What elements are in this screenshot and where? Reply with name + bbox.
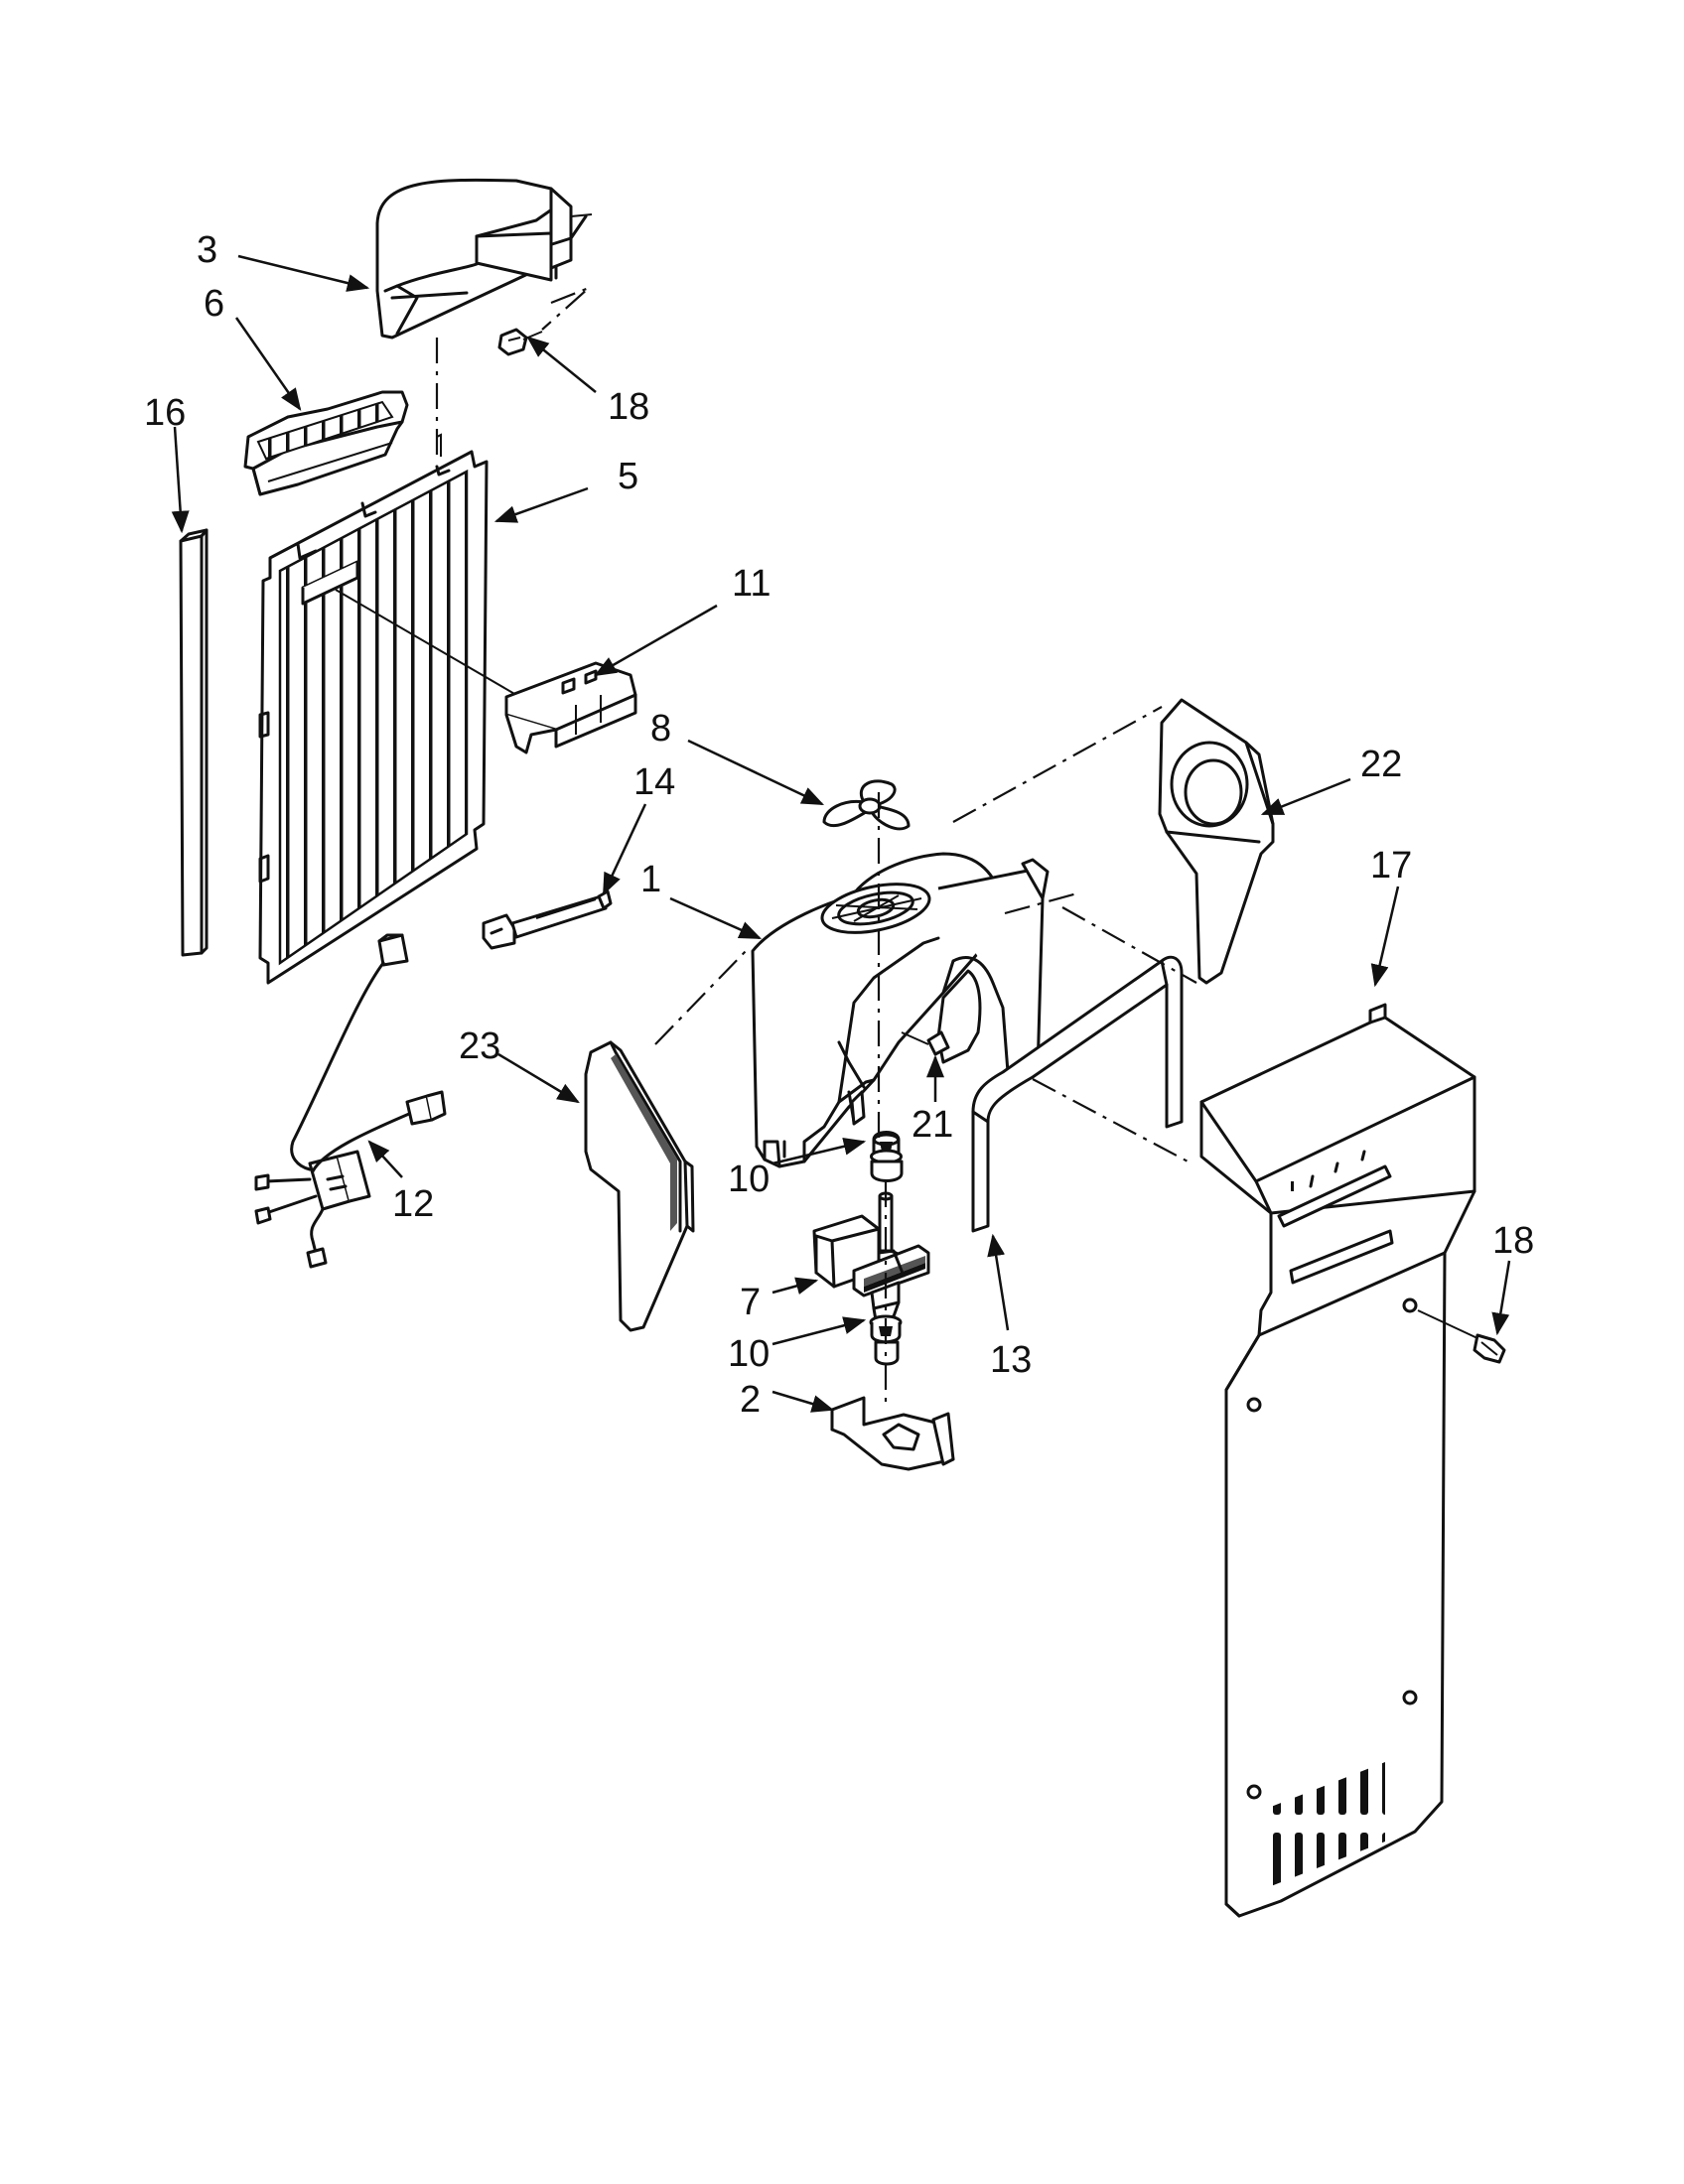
callout-13: 13 [990,1339,1032,1381]
part-12-wire-harness [254,933,447,1269]
callout-2: 2 [740,1379,761,1421]
callout-7: 7 [740,1282,761,1323]
part-3-upper-duct [375,178,593,340]
part-1-fan-shroud [751,852,1050,1168]
callout-1: 1 [640,859,661,900]
assembly-centerlines [435,286,1197,1408]
callout-21: 21 [912,1104,953,1146]
part-11-clip [504,661,637,754]
callout-18-lower: 18 [1492,1220,1534,1262]
callout-10-upper: 10 [728,1159,770,1200]
part-7-fan-motor [812,1214,930,1322]
callout-5: 5 [618,456,638,497]
part-22-air-baffle [1158,698,1275,985]
callout-17: 17 [1370,845,1412,887]
callout-12: 12 [392,1183,434,1225]
callout-18-upper: 18 [608,386,649,428]
part-5-evaporator-cover [258,433,517,985]
callout-10-lower: 10 [728,1333,770,1375]
part-17-rear-cover [1199,1003,1476,1918]
callout-14: 14 [633,761,675,803]
callout-11: 11 [732,563,771,605]
callout-22: 22 [1360,744,1402,785]
part-8-fan-blade [822,779,911,831]
leader-lines [171,254,1511,1413]
part-16-gasket-strip [179,528,209,957]
part-21-screw [901,1030,950,1056]
part-14-defrost-heater [482,889,613,950]
part-10-upper-grommet [870,1131,904,1182]
part-18-screw-upper [497,328,543,356]
callout-3: 3 [197,229,217,271]
part-23-insulation-panel [584,1040,695,1332]
part-2-motor-bracket [830,1396,955,1471]
part-18-screw-lower [1417,1309,1506,1364]
part-6-grille [243,390,409,496]
callout-labels: 3 6 16 18 5 11 8 22 14 1 17 23 21 10 12 … [144,229,1534,1421]
callout-6: 6 [204,283,224,325]
callout-16: 16 [144,392,186,434]
callout-23: 23 [459,1025,500,1067]
callout-8: 8 [650,708,671,750]
